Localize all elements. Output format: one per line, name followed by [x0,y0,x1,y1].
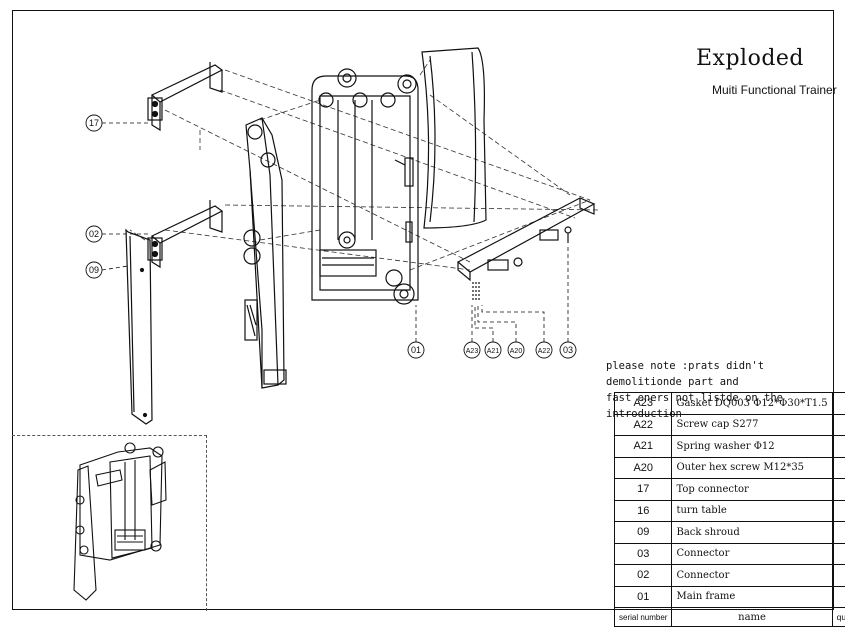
part-name: Top connector [671,478,833,501]
part-qty: 1 [831,478,845,501]
svg-text:A22: A22 [538,348,551,355]
svg-text:01: 01 [411,345,421,355]
connector-03-part [456,197,596,282]
leader-lines [101,122,569,342]
part-qty: 2 [831,585,845,608]
part-code: 01 [613,585,673,608]
drawing-title: Exploded [696,46,805,71]
callout-A20: A20 [507,341,525,359]
part-code: 02 [613,564,673,587]
callout-09: 09 [85,261,103,279]
callout-A21: A21 [484,341,502,359]
part-name: Connector [671,542,833,565]
part-code: A21 [613,435,673,458]
svg-text:09: 09 [89,265,99,275]
part-qty: 20 [831,456,845,479]
back-shroud-right [421,47,487,229]
part-code: 09 [613,521,673,544]
main-frame-part [311,68,419,305]
part-code: A22 [613,413,673,436]
part-code: 17 [613,478,673,501]
part-name: Back shroud [671,521,833,544]
table-row: 02Connector1 [613,564,845,587]
callout-17: 17 [85,114,103,132]
assembly-lines [129,59,601,271]
part-qty: 20 [831,413,845,436]
part-qty: 1 [831,499,845,522]
callout-A23: A23 [463,341,481,359]
connector-02-part [147,200,224,269]
part-name: Gasket DQ003 Φ12*Φ30*T1.5 [671,392,833,415]
table-header-row: serial numbernamequantity [613,607,845,627]
callout-A22: A22 [535,341,553,359]
svg-text:A23: A23 [466,348,479,355]
svg-text:A21: A21 [487,348,500,355]
callout-02: 02 [85,225,103,243]
part-name: Spring washer Φ12 [671,435,833,458]
part-code: 16 [613,499,673,522]
callout-01: 01 [407,341,425,359]
header-quantity: quantity [831,607,845,627]
svg-text:A20: A20 [510,348,523,355]
part-name: turn table [671,499,833,522]
assembled-view-box [12,435,207,611]
drawing-subtitle: Muiti Functional Trainer [712,83,837,97]
part-name: Main frame [671,585,833,608]
header-serial-number: serial number [613,607,673,627]
svg-text:02: 02 [89,229,99,239]
part-name: Connector [671,564,833,587]
svg-text:03: 03 [563,345,573,355]
part-qty: 20 [831,435,845,458]
part-name: Screw cap S277 [671,413,833,436]
part-code: A23 [613,392,673,415]
drawing-frame [12,10,834,610]
part-name: Outer hex screw M12*35 [671,456,833,479]
back-shroud-left [125,228,153,425]
callout-03: 03 [559,341,577,359]
swivel-arm-part [243,117,287,389]
svg-text:17: 17 [89,118,99,128]
assembled-view [73,442,167,601]
part-code: A20 [613,456,673,479]
part-qty: 2 [831,521,845,544]
part-qty: 20 [831,392,845,415]
part-qty: 1 [831,542,845,565]
header-name: name [671,607,833,627]
table-row: 03Connector1 [613,542,845,565]
part-qty: 1 [831,564,845,587]
note-line-1: please note :prats didn't demolitionde p… [606,360,765,388]
part-code: 03 [613,542,673,565]
top-connector-part [147,62,224,132]
